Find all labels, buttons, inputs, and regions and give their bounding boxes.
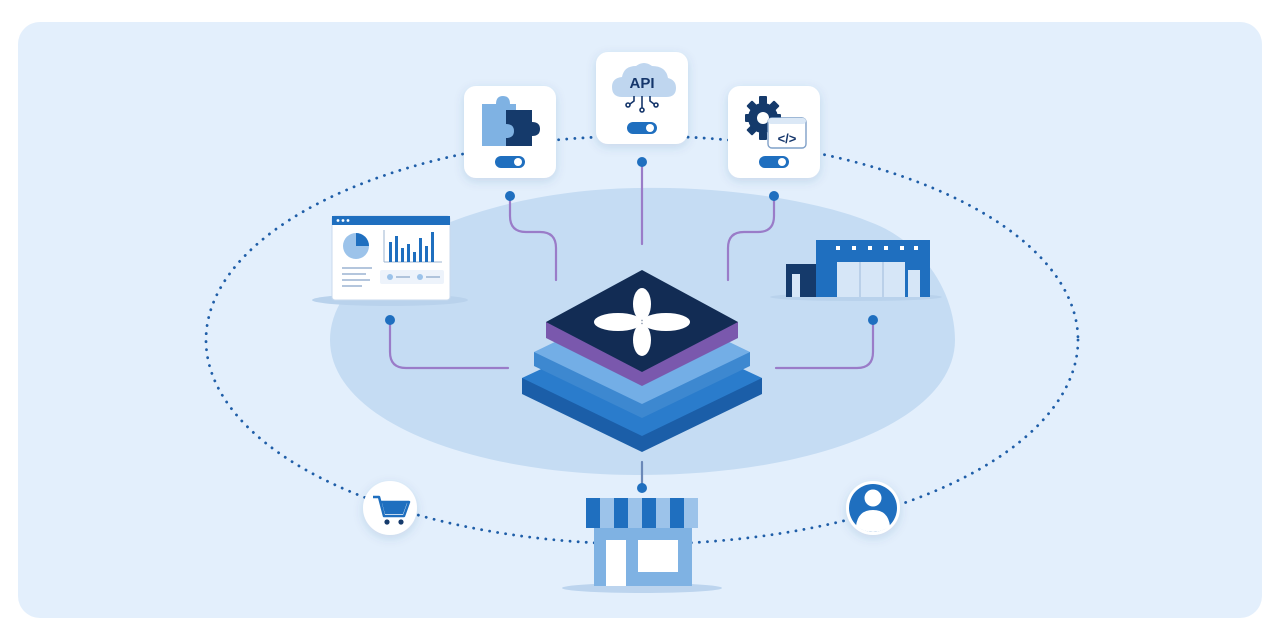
- user-badge: [846, 481, 900, 535]
- storefront-icon: [562, 498, 722, 593]
- toggle-switch: [495, 156, 525, 168]
- central-platform: [522, 270, 762, 452]
- gear-code-card: </>: [728, 86, 820, 178]
- connector-warehouse: [774, 318, 875, 370]
- connector-dot: [868, 315, 878, 325]
- connector-dot: [637, 157, 647, 167]
- warehouse-icon: [770, 240, 942, 301]
- awning: [586, 498, 698, 528]
- shopping-cart-badge: [363, 481, 417, 535]
- toggle-switch: [759, 156, 789, 168]
- connector-puzzle: [508, 194, 558, 282]
- platform-logo-icon: [594, 288, 690, 356]
- connector-dashboard: [388, 318, 510, 370]
- connector-gear: [726, 194, 776, 282]
- connector-dot: [385, 315, 395, 325]
- gear-code-icon: </>: [745, 96, 807, 149]
- connector-dot: [505, 191, 515, 201]
- bar-chart-icon: [383, 230, 442, 263]
- shopping-cart-icon: [373, 495, 411, 525]
- connectors: [388, 160, 875, 488]
- api-card: API: [596, 52, 688, 144]
- puzzle-icon: [482, 96, 540, 146]
- dashboard-icon: [312, 215, 468, 306]
- connector-dot: [769, 191, 779, 201]
- toggle-switch: [627, 122, 657, 134]
- api-label: API: [629, 75, 654, 92]
- user-icon: [849, 484, 897, 532]
- puzzle-card: [464, 86, 556, 178]
- pie-chart-icon: [343, 233, 369, 259]
- platform-layer-top: [546, 270, 738, 372]
- code-glyph: </>: [778, 131, 797, 146]
- connector-dot: [637, 483, 647, 493]
- api-cloud-icon: [612, 63, 676, 113]
- connector-dots: [385, 157, 878, 493]
